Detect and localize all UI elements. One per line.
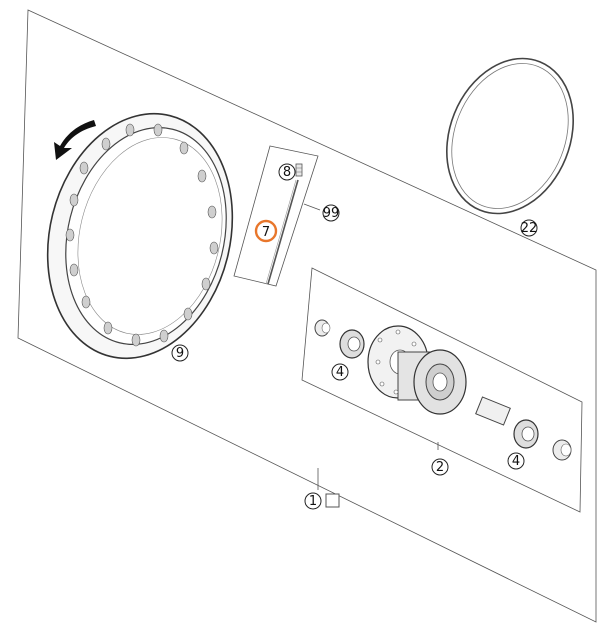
rim-tape[interactable]	[424, 39, 595, 232]
callout-bearing-left[interactable]: 4	[331, 363, 349, 381]
svg-text:4: 4	[512, 454, 520, 469]
spoke-set[interactable]	[233, 145, 321, 287]
optional-part-square-icon	[325, 493, 340, 508]
svg-text:1: 1	[309, 494, 317, 509]
callout-rim[interactable]: 9	[171, 344, 189, 362]
callout-main-assembly[interactable]: 1	[304, 492, 340, 510]
bearing-left[interactable]	[339, 329, 365, 359]
bearing-right[interactable]	[513, 419, 539, 449]
callout-spoke[interactable]: 7	[254, 219, 278, 243]
rim[interactable]	[23, 94, 258, 378]
callout-hub[interactable]: 2	[431, 458, 449, 476]
svg-text:2: 2	[436, 460, 444, 475]
svg-text:8: 8	[283, 165, 291, 180]
svg-text:4: 4	[336, 365, 344, 380]
rim-spoke-holes	[65, 123, 219, 347]
svg-text:7: 7	[262, 225, 270, 240]
callout-rim-tape[interactable]: 22	[520, 219, 538, 237]
callout-bearing-right[interactable]: 4	[507, 452, 525, 470]
callout-spoke-nipple[interactable]: 8	[278, 163, 296, 181]
assembly-panel	[17, 9, 597, 623]
hub-sleeve[interactable]	[475, 396, 511, 426]
callout-spoke-set[interactable]: 99	[322, 204, 340, 222]
svg-text:22: 22	[521, 221, 538, 236]
hub-body[interactable]	[367, 325, 467, 415]
hub-spacer-left[interactable]	[314, 319, 331, 337]
svg-text:99: 99	[323, 206, 340, 221]
hub-spacer-right[interactable]	[552, 439, 572, 461]
svg-text:9: 9	[176, 346, 184, 361]
arrow-rotation-direction-icon	[54, 120, 96, 160]
